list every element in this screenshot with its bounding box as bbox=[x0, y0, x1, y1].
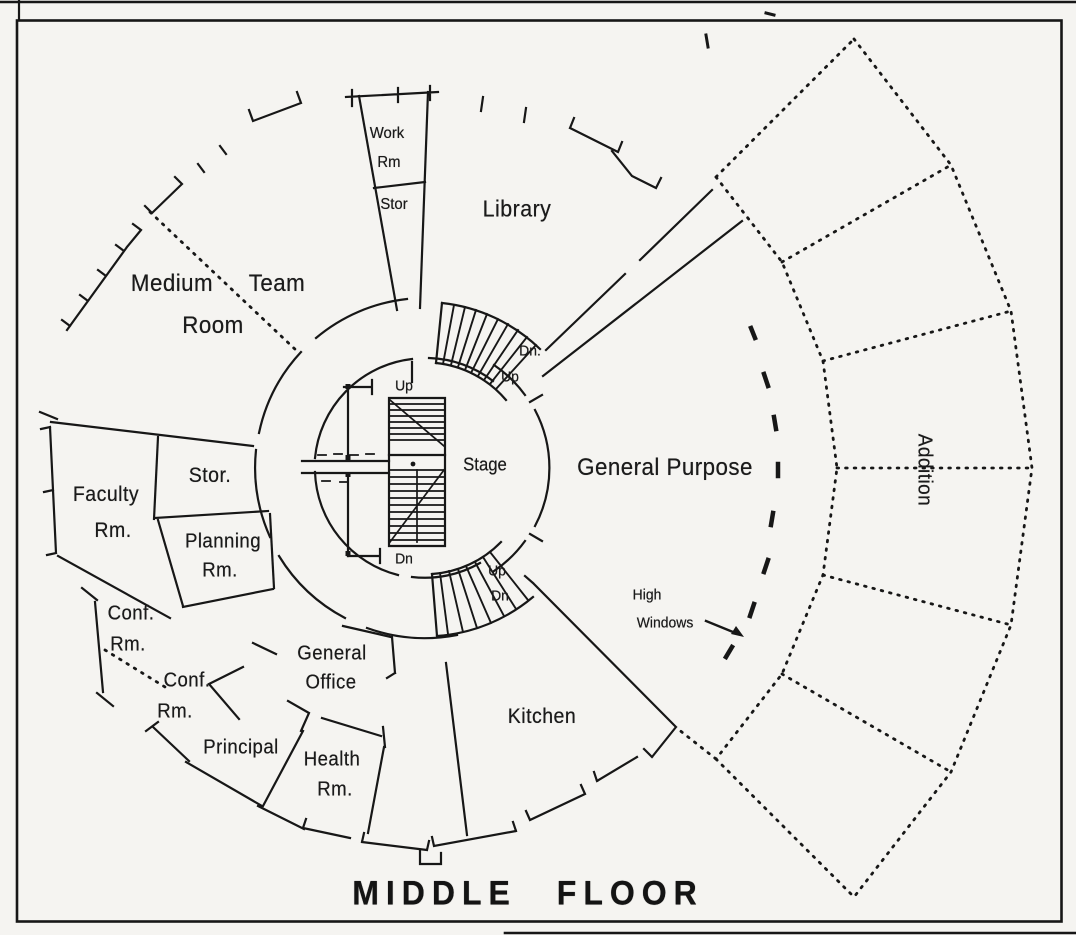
room-label-planning-1: Planning bbox=[184, 530, 262, 553]
room-label-team: Team bbox=[248, 270, 306, 297]
room-label-general-office-2: Office bbox=[305, 671, 357, 694]
room-label-health-1: Health bbox=[303, 748, 361, 771]
room-label-library: Library bbox=[482, 195, 552, 222]
southeast-stair bbox=[430, 540, 535, 638]
annotation-high-windows-2: Windows bbox=[636, 614, 694, 632]
room-label-conf-inner-1: Conf. bbox=[163, 669, 211, 692]
room-label-room: Room bbox=[182, 312, 244, 339]
stair-label-ne-dn: Dn. bbox=[519, 342, 541, 360]
drawing-title: MIDDLE FLOOR bbox=[352, 873, 704, 912]
room-label-addition: Addition bbox=[913, 433, 936, 507]
room-label-stor-west: Stor. bbox=[188, 464, 232, 487]
stair-label-se-up: Up bbox=[488, 562, 506, 580]
room-label-principal: Principal bbox=[203, 736, 279, 759]
room-label-conf-inner-2: Rm. bbox=[157, 700, 193, 723]
room-label-faculty-2: Rm. bbox=[94, 519, 132, 542]
high-window-marks bbox=[722, 325, 781, 661]
room-label-health-2: Rm. bbox=[317, 778, 353, 801]
annotation-high-windows-1: High bbox=[632, 586, 662, 604]
page-frame bbox=[15, 19, 1063, 923]
room-label-stor-upper: Stor bbox=[380, 196, 408, 213]
northeast-stair bbox=[434, 301, 542, 402]
room-label-kitchen: Kitchen bbox=[507, 705, 577, 728]
central-stair bbox=[300, 360, 447, 565]
room-label-work-rm-2: Rm bbox=[377, 154, 401, 171]
room-label-work-rm-1: Work bbox=[369, 125, 405, 142]
room-label-planning-2: Rm. bbox=[202, 559, 238, 582]
dotted-addition-fan bbox=[103, 37, 1034, 899]
room-label-medium: Medium bbox=[130, 270, 214, 297]
stair-label-center-up: Up bbox=[395, 377, 413, 395]
stair-label-se-dn: Dn bbox=[491, 587, 509, 605]
stair-label-center-dn: Dn bbox=[395, 550, 413, 568]
room-label-general-office-1: General bbox=[297, 642, 367, 665]
room-label-faculty-1: Faculty bbox=[72, 483, 140, 506]
stair-label-ne-up: Up bbox=[501, 368, 519, 386]
room-label-general-purpose: General Purpose bbox=[577, 454, 753, 481]
room-label-stage: Stage bbox=[463, 454, 507, 475]
room-label-conf-outer-2: Rm. bbox=[110, 633, 146, 656]
room-label-conf-outer-1: Conf. bbox=[107, 602, 155, 625]
